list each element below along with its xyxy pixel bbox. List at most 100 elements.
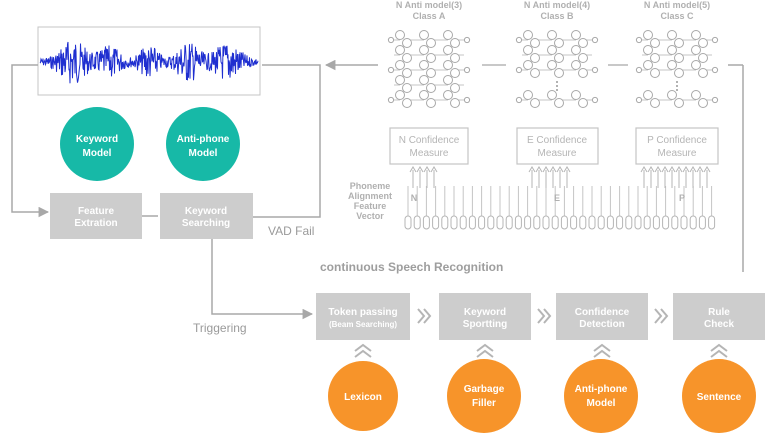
keyword-searching-label-1: Keyword [185,206,227,217]
output-node [591,66,599,74]
neuron-node [698,38,708,48]
arrow-up-icon [668,166,676,173]
resource-garbage-filler: Garbage Filler [447,359,521,433]
ellipsis-dot [676,81,678,83]
svg-text:(Beam Searching): (Beam Searching) [329,320,397,329]
chevron-up-icon [354,343,372,352]
confidence-measure-n: N Confidence Measure [389,127,469,165]
arrow-up-icon [689,166,697,173]
neuron-node [426,68,436,78]
feature-vector-cell [514,215,522,230]
neuron-node [643,30,653,40]
arrow-up-icon [542,166,550,173]
chevron-up-icon [593,343,611,352]
input-node [387,96,395,104]
neuron-node [650,68,660,78]
feature-vector-cell [625,215,633,230]
neuron-node [395,30,405,40]
svg-text:Sportting: Sportting [463,319,507,330]
neuron-node [523,90,533,100]
svg-text:Measure: Measure [538,148,577,159]
arrow-up-icon [696,166,704,173]
feature-vector-cell [652,215,660,230]
neuron-node [667,45,677,55]
feature-vector-cell [422,215,430,230]
chevron-right-icon [543,308,552,324]
feature-vector-cell [689,215,697,230]
feature-vector-cell [413,215,421,230]
input-node [387,66,395,74]
feature-vector-label-4: Vector [356,211,384,221]
feature-vector-cell [634,215,642,230]
chevron-up-icon [476,343,494,352]
chevron-right-icon [654,308,663,324]
csr-step-keyword-sportting: Keyword Sportting [439,293,531,340]
keyword-model-label-1: Keyword [76,134,118,145]
neuron-node [426,83,436,93]
svg-text:Confidence: Confidence [575,307,630,318]
feature-vector-cell [597,215,605,230]
anti-model-title: N Anti model(4) [524,0,590,10]
output-node [591,96,599,104]
anti-model-group: N Anti model(4)Class B [515,0,599,108]
arrow-up-icon [640,166,648,173]
feature-vector-cell [533,215,541,230]
neuron-node [691,30,701,40]
csr-step-token-passing: Token passing (Beam Searching) [316,293,410,340]
svg-text:Sentence: Sentence [697,392,742,403]
feature-vector-cell [671,215,679,230]
triggering-label: Triggering [193,321,247,335]
feature-vector-cell [698,215,706,230]
neuron-node [530,53,540,63]
neuron-node [650,53,660,63]
chevron-right-icon [417,308,426,324]
neuron-node [674,53,684,63]
neuron-node [667,60,677,70]
neuron-node [402,53,412,63]
keyword-searching-box [160,193,253,239]
svg-text:N Confidence: N Confidence [399,135,460,146]
neuron-node [530,68,540,78]
feature-vector-cell [680,215,688,230]
svg-text:E Confidence: E Confidence [527,135,587,146]
csr-title: continuous Speech Recognition [320,260,503,274]
output-node [463,66,471,74]
neuron-node [698,53,708,63]
output-node [711,36,719,44]
neuron-node [698,68,708,78]
anti-phone-model-circle [166,107,240,181]
arrow-up-icon [661,166,669,173]
feature-vector-cell [606,215,614,230]
svg-text:Keyword: Keyword [464,307,506,318]
neuron-node [650,38,660,48]
input-node [515,66,523,74]
step-chevrons [417,308,669,324]
output-node [463,96,471,104]
anti-model-title: N Anti model(3) [396,0,462,10]
neuron-node [643,90,653,100]
feature-vector-cell [579,215,587,230]
svg-text:Check: Check [704,319,734,330]
neuron-node [691,90,701,100]
neuron-node [643,60,653,70]
neuron-node [419,30,429,40]
feature-vector-cell [441,215,449,230]
anti-phone-model-label-2: Model [189,148,218,159]
neuron-node [578,38,588,48]
neuron-node [523,30,533,40]
neuron-node [571,90,581,100]
anti-model-class: Class A [413,11,446,21]
resource-sentence: Sentence [682,359,756,433]
anti-model-class: Class B [540,11,574,21]
keyword-model-circle [60,107,134,181]
neuron-node [674,68,684,78]
arrow-up-icon [528,166,536,173]
feature-extraction-label-1: Feature [78,206,115,217]
ellipsis-dot [556,89,558,91]
neuron-node [650,98,660,108]
svg-text:Token passing: Token passing [328,307,397,318]
arrow-up-icon [654,166,662,173]
svg-text:Anti-phone: Anti-phone [575,384,628,395]
feature-vector-cell [468,215,476,230]
neuron-node [450,68,460,78]
